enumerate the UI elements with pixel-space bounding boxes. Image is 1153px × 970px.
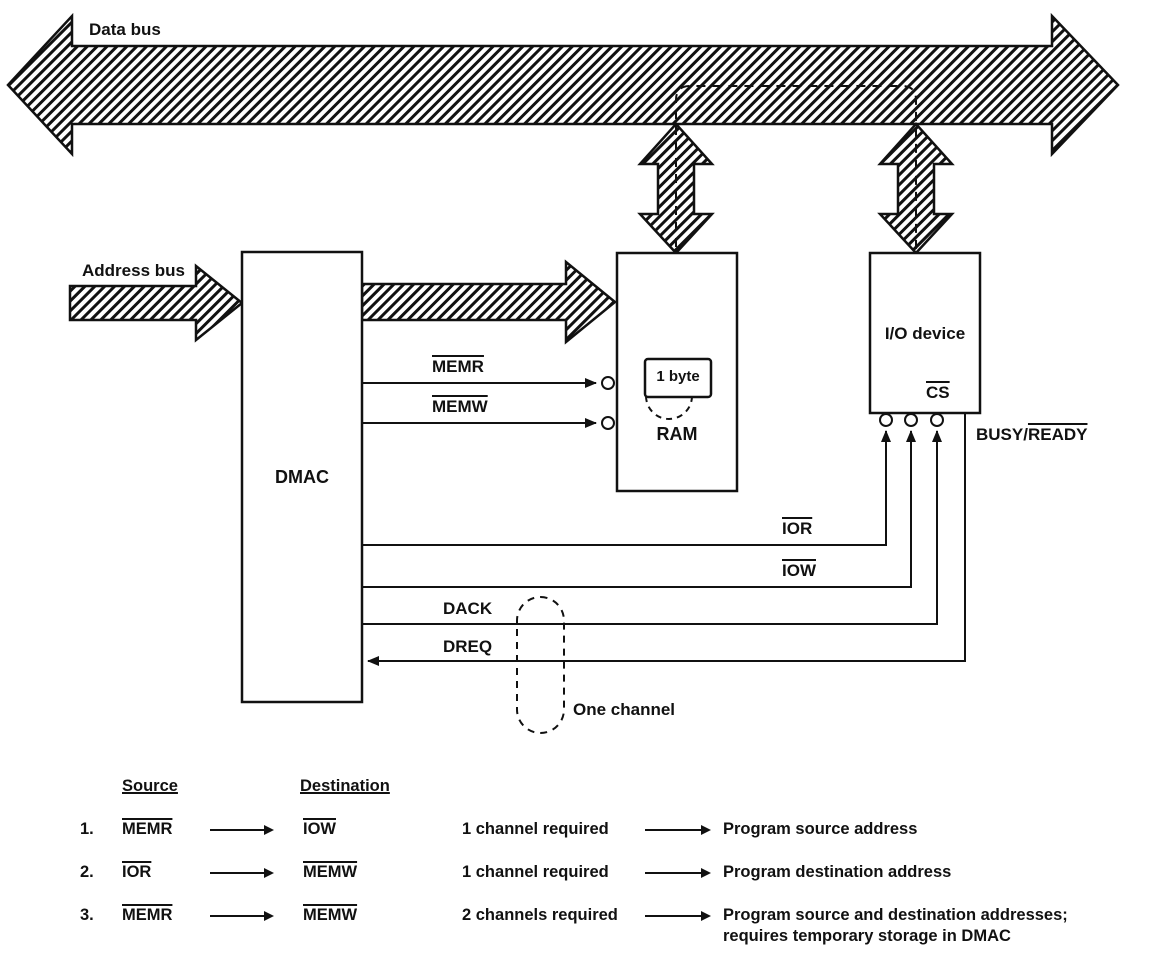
io-device-box — [868, 251, 982, 415]
dreq-label: DREQ — [443, 637, 493, 656]
busy-ready-label: BUSY/READY — [976, 425, 1087, 445]
one-channel-label: One channel — [573, 700, 676, 719]
row-channels: 1 channel required — [462, 863, 609, 881]
busy-part: BUSY/ — [976, 425, 1028, 444]
dack-label: DACK — [443, 599, 493, 618]
one-byte-label: 1 byte — [656, 368, 700, 385]
data-path-dashed — [675, 85, 917, 359]
row-number: 3. — [80, 906, 94, 924]
memr-label: MEMR — [432, 357, 484, 376]
ram-label: RAM — [656, 424, 698, 444]
dreq-line — [367, 413, 966, 666]
result-arrow-icon — [645, 825, 711, 835]
cs-label: CS — [926, 383, 950, 402]
row-number: 1. — [80, 820, 94, 838]
maps-to-arrow-icon — [210, 825, 274, 835]
ior-label: IOR — [782, 519, 813, 538]
iow-line — [362, 430, 916, 588]
address-bus-arrow — [68, 263, 244, 343]
row-source: MEMR — [122, 906, 173, 924]
result-arrow-icon — [645, 868, 711, 878]
ram-port-circle — [601, 416, 615, 430]
ior-line — [362, 430, 891, 546]
row-source: MEMR — [122, 820, 173, 838]
row-destination: MEMW — [303, 863, 358, 881]
io-port-circle — [930, 413, 944, 427]
io-data-arrow — [877, 122, 955, 255]
dmac-ram-address-arrow — [360, 259, 617, 345]
table-row: 1. MEMR IOW 1 channel required Program s… — [0, 820, 1153, 844]
iow-label: IOW — [782, 561, 816, 580]
row-source: IOR — [122, 863, 152, 881]
row-destination: IOW — [303, 820, 336, 838]
row-description: Program source and destination addresses… — [723, 906, 1068, 924]
dack-line — [362, 430, 942, 625]
one-byte-box — [643, 357, 713, 399]
ready-part: READY — [1027, 425, 1088, 444]
row-channels: 2 channels required — [462, 906, 618, 924]
one-channel-dashed-outline — [516, 596, 565, 734]
dmac-label: DMAC — [275, 467, 329, 487]
maps-to-arrow-icon — [210, 868, 274, 878]
row-description: Program source address — [723, 820, 918, 838]
table-header-destination: Destination — [300, 777, 390, 795]
table-row: 3. MEMR MEMW 2 channels required Program… — [0, 906, 1153, 945]
row-channels: 1 channel required — [462, 820, 609, 838]
address-bus-label: Address bus — [82, 261, 185, 280]
table-header-source: Source — [122, 777, 178, 795]
io-port-circle — [879, 413, 893, 427]
dmac-box — [240, 250, 364, 704]
row-number: 2. — [80, 863, 94, 881]
io-device-label: I/O device — [884, 324, 966, 343]
data-bus-arrow — [6, 12, 1120, 158]
result-arrow-icon — [645, 911, 711, 921]
row-destination: MEMW — [303, 906, 358, 924]
row-description-line2: requires temporary storage in DMAC — [723, 927, 1011, 945]
io-port-circle — [904, 413, 918, 427]
memw-label: MEMW — [432, 397, 488, 416]
data-bus-label: Data bus — [86, 20, 164, 40]
maps-to-arrow-icon — [210, 911, 274, 921]
ram-port-circle — [601, 376, 615, 390]
row-description: Program destination address — [723, 863, 952, 881]
table-row: 2. IOR MEMW 1 channel required Program d… — [0, 863, 1153, 887]
